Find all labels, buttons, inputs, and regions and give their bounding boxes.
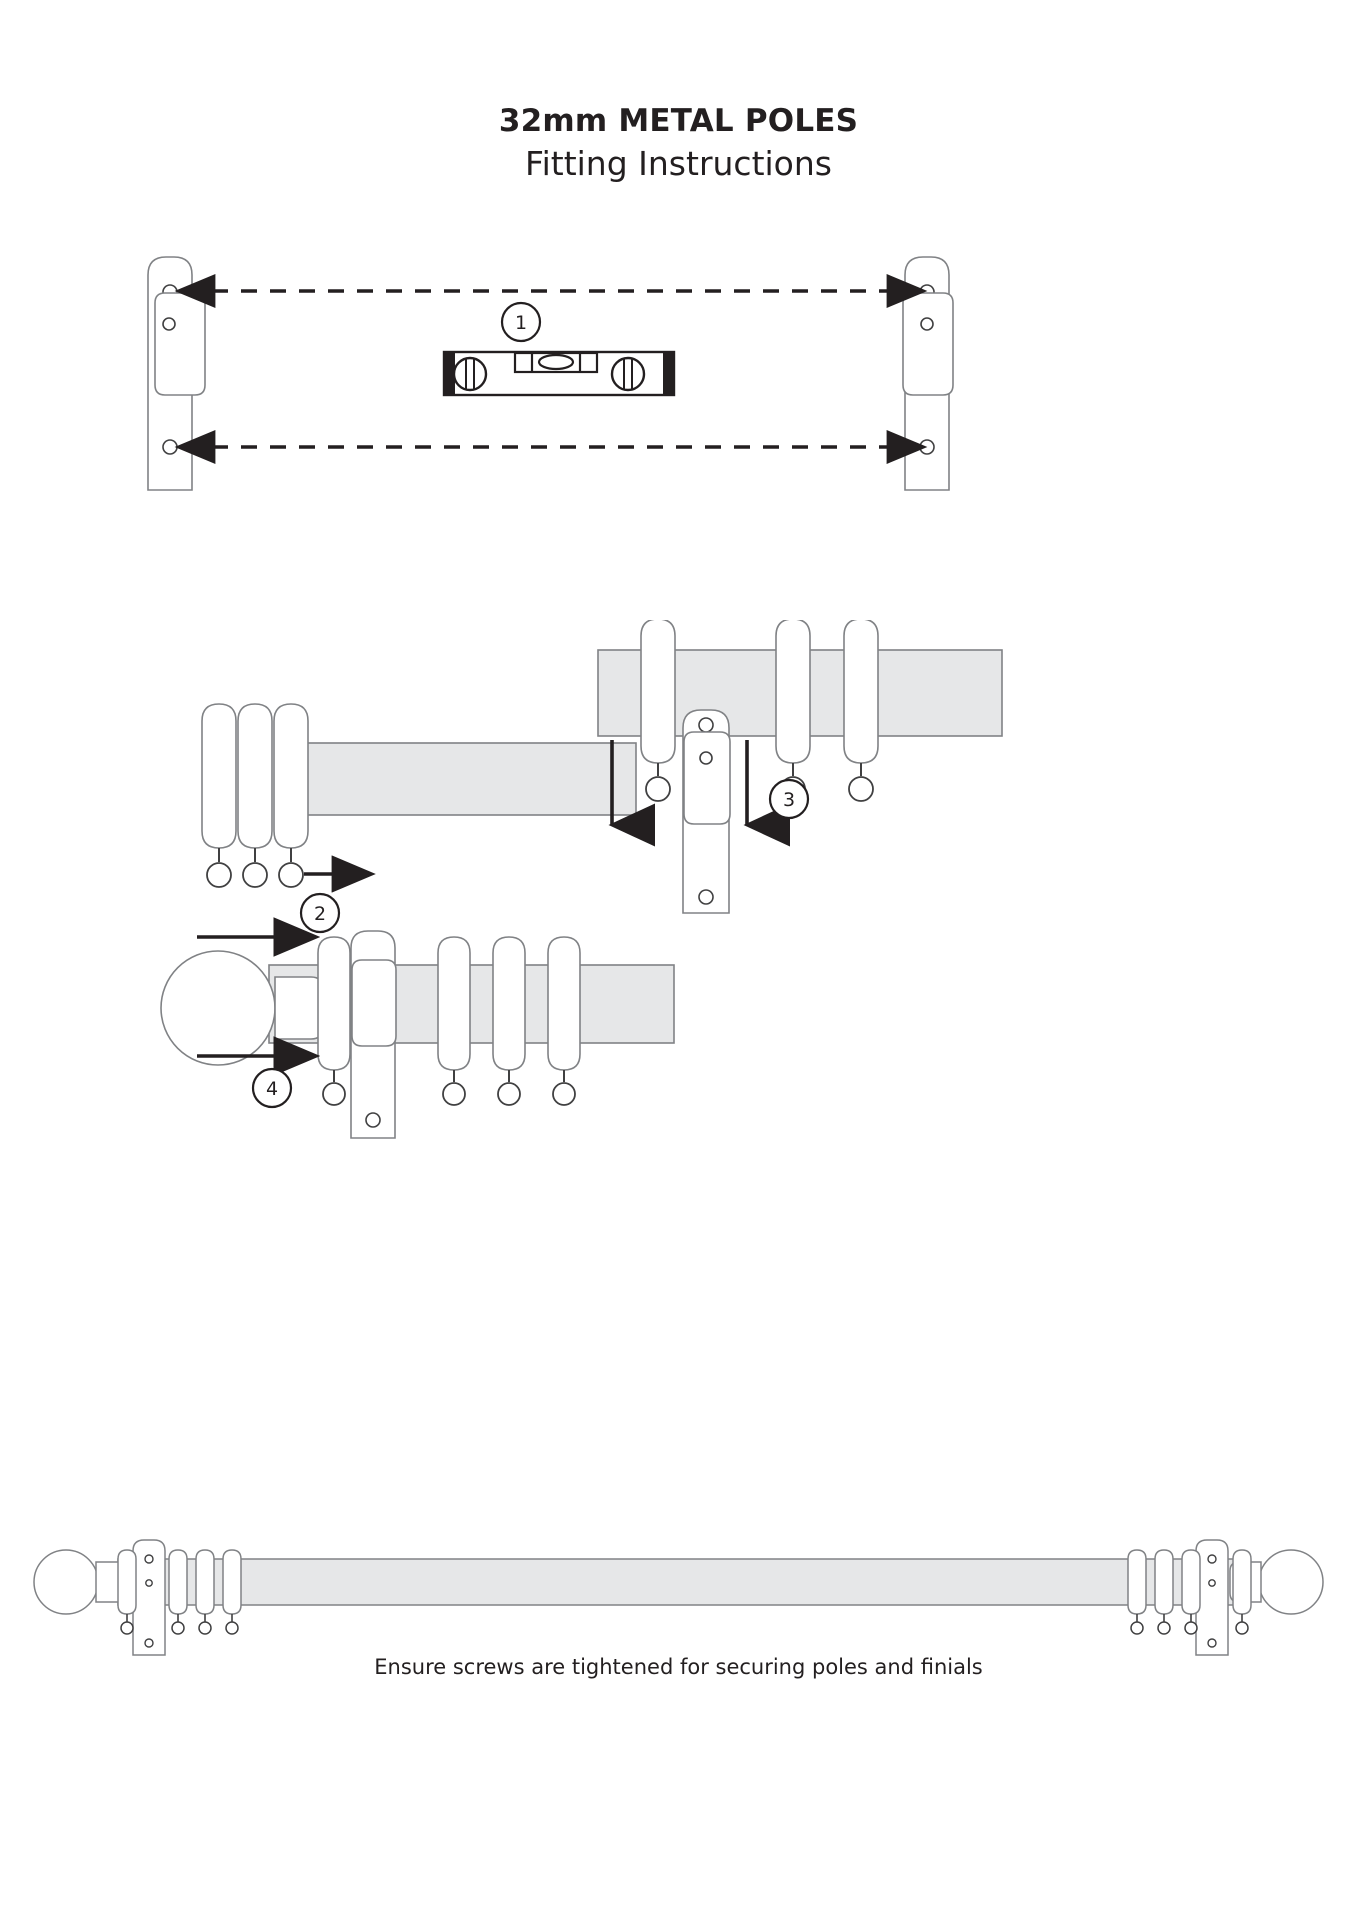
step-badge-3: 3 [768, 778, 810, 820]
curtain-ring [1181, 1549, 1201, 1635]
curtain-ring [222, 1549, 242, 1635]
curtain-ring [168, 1549, 188, 1635]
page-title: 32mm METAL POLES [498, 103, 859, 139]
step-badge-3-label: 3 [783, 789, 795, 811]
curtain-ring [195, 1549, 215, 1635]
step-1-figure: 1 [147, 256, 954, 491]
assembly-caption: Ensure screws are tightened for securing… [374, 1655, 983, 1679]
curtain-ring [237, 703, 273, 888]
curtain-ring [317, 936, 351, 1106]
curtain-ring [775, 620, 811, 802]
ball-finial-left [33, 1549, 128, 1615]
curtain-ring [201, 703, 237, 888]
curtain-pole-step2 [281, 742, 637, 816]
curtain-ring [1154, 1549, 1174, 1635]
curtain-ring [273, 703, 309, 888]
step-4-figure: 4 [160, 917, 675, 1139]
step-badge-1-label: 1 [515, 312, 527, 334]
curtain-ring [1232, 1549, 1252, 1635]
curtain-ring [117, 1549, 137, 1635]
wall-bracket-step3 [682, 709, 731, 914]
step-3-figure: 3 [597, 620, 1003, 914]
curtain-ring [640, 620, 676, 802]
spirit-level-tool [442, 350, 676, 397]
title-block: 32mm METAL POLES Fitting Instructions [0, 104, 1357, 184]
step-badge-4: 4 [251, 1067, 293, 1109]
curtain-ring [843, 620, 879, 802]
right-wall-bracket [902, 256, 954, 491]
curtain-ring [437, 936, 471, 1106]
curtain-ring [492, 936, 526, 1106]
wall-bracket-step4 [350, 930, 397, 1139]
wall-bracket-right [1195, 1539, 1229, 1656]
left-wall-bracket [147, 256, 206, 491]
curtain-ring [1127, 1549, 1147, 1635]
completed-assembly-figure [33, 1539, 1324, 1656]
step-2-figure: 2 [201, 703, 637, 934]
step-badge-1: 1 [500, 301, 542, 343]
wall-bracket-left [132, 1539, 166, 1656]
ball-finial [160, 950, 324, 1066]
step-badge-4-label: 4 [266, 1078, 278, 1100]
curtain-ring [547, 936, 581, 1106]
page-subtitle: Fitting Instructions [525, 143, 832, 183]
